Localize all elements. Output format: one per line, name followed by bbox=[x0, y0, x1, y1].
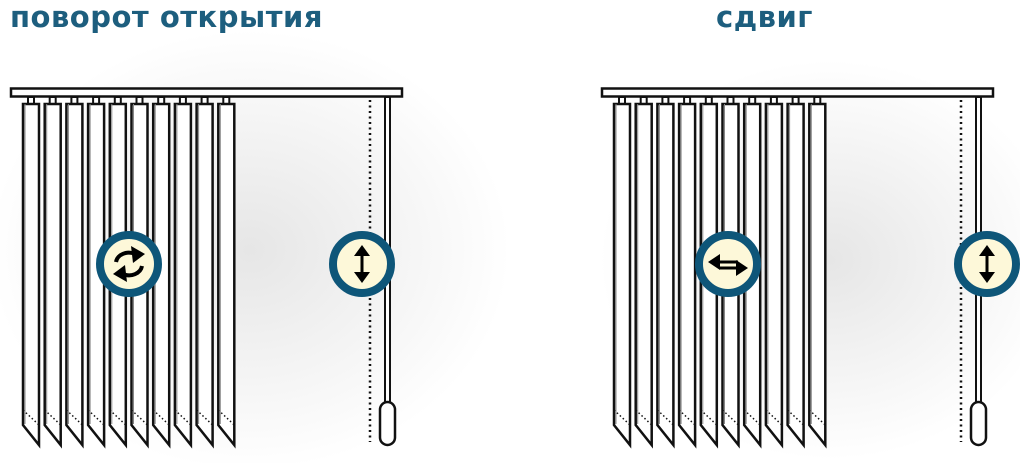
slat bbox=[173, 96, 193, 449]
slat bbox=[677, 96, 697, 449]
slat bbox=[786, 96, 805, 449]
rotate-icon bbox=[113, 246, 145, 282]
horizontal-arrows-icon bbox=[708, 254, 748, 276]
wand-handle bbox=[969, 400, 988, 447]
headrail bbox=[600, 87, 995, 98]
slat bbox=[764, 96, 784, 449]
panel-title-rotate: поворот открытия bbox=[10, 0, 323, 34]
vertical-arrows-icon bbox=[354, 245, 370, 283]
headrail bbox=[9, 87, 404, 98]
vertical-arrows-icon bbox=[979, 245, 995, 283]
slat bbox=[86, 96, 106, 449]
vertical-arrows-badge bbox=[329, 231, 395, 297]
slat bbox=[21, 96, 41, 449]
wand-handle bbox=[378, 400, 397, 447]
slat bbox=[65, 96, 84, 449]
slat bbox=[217, 96, 236, 449]
panel-title-shift: сдвиг bbox=[716, 0, 813, 34]
slat bbox=[612, 96, 632, 449]
slat bbox=[808, 96, 827, 449]
blind-panel bbox=[600, 87, 995, 449]
horizontal-arrows-badge bbox=[695, 231, 761, 297]
slat bbox=[43, 96, 62, 449]
slat bbox=[656, 96, 675, 449]
slat bbox=[195, 96, 214, 449]
rotate-badge bbox=[96, 231, 162, 297]
slat bbox=[634, 96, 653, 449]
vertical-arrows-badge bbox=[954, 231, 1020, 297]
